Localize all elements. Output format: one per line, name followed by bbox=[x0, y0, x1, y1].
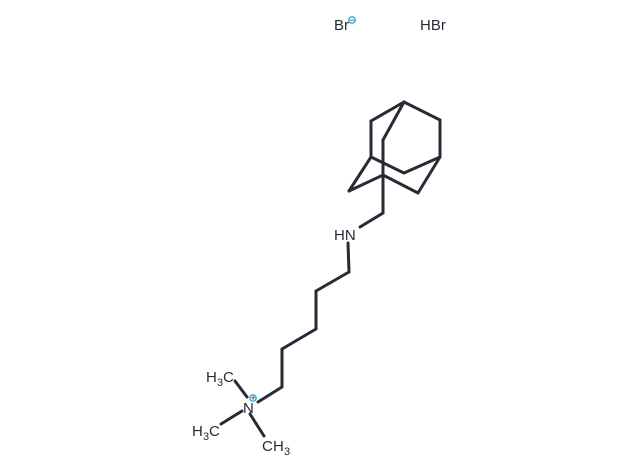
methyl-bottom-sub: 3 bbox=[284, 446, 290, 458]
ammonium-charge-ring bbox=[249, 394, 257, 402]
bromide-label: Br bbox=[334, 17, 349, 34]
methyl-bottom-c: C bbox=[262, 438, 273, 455]
bond-cage-inner-right bbox=[402, 155, 442, 175]
methyl-top: H 3 C bbox=[206, 369, 234, 389]
methyl-left-sub: 3 bbox=[203, 431, 209, 443]
methyl-top-c: C bbox=[223, 369, 234, 386]
bond-cage-top-left bbox=[369, 100, 406, 123]
hexyl-chain bbox=[256, 241, 351, 404]
bond-cage-inner-left bbox=[369, 155, 406, 175]
bond-cage-top-right bbox=[402, 100, 442, 122]
bond-c3-c4 bbox=[280, 327, 318, 351]
bond-nh-to-c1 bbox=[346, 241, 351, 274]
bond-cage-bottom-left bbox=[347, 173, 385, 193]
bond-cage-top-center bbox=[381, 100, 406, 142]
amine-label: HN bbox=[334, 227, 356, 244]
methyl-bottom: C H 3 bbox=[262, 438, 290, 458]
methyl-left-h: H bbox=[192, 423, 203, 440]
bond-n-to-methyl-bottom bbox=[248, 412, 266, 438]
bond-cage-left-to-bottom bbox=[347, 155, 373, 193]
ammonium-label: N bbox=[243, 400, 254, 417]
methyl-left-c: C bbox=[209, 423, 220, 440]
methyl-top-h: H bbox=[206, 369, 217, 386]
bond-cage-bridgehead-right bbox=[381, 173, 420, 195]
ammonium-charge-label: + bbox=[251, 393, 256, 403]
bond-n-to-methyl-top bbox=[233, 379, 249, 399]
trimethylammonium-group: N + H 3 C H 3 C C H 3 bbox=[192, 369, 290, 458]
bond-methylene-to-nh bbox=[358, 211, 385, 229]
bromide-charge-label: − bbox=[350, 15, 355, 25]
methyl-left: H 3 C bbox=[192, 423, 220, 443]
bond-c5-to-n bbox=[256, 385, 284, 404]
methyl-bottom-h: H bbox=[273, 438, 284, 455]
bond-c1-c2 bbox=[314, 270, 351, 293]
hbr-label: HBr bbox=[420, 17, 446, 34]
adamantane-cage bbox=[347, 100, 442, 195]
bond-cage-bottom-right bbox=[416, 155, 442, 195]
methyl-top-sub: 3 bbox=[217, 377, 223, 389]
bond-n-to-methyl-left bbox=[219, 409, 244, 426]
bromide-ion: Br − bbox=[334, 15, 356, 34]
bromide-charge-ring bbox=[348, 16, 356, 24]
